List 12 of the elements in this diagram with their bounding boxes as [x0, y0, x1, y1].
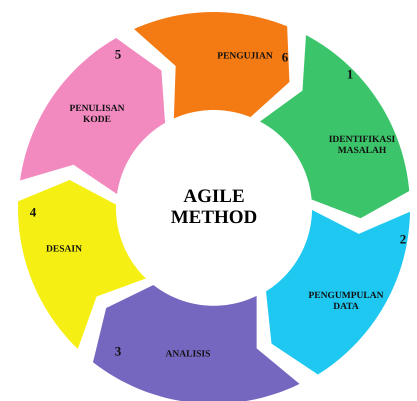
step-label: PENGUMPULAN DATA [308, 291, 384, 313]
step-number: 4 [30, 206, 36, 220]
step-number: 2 [400, 232, 406, 248]
step-number: 1 [346, 68, 354, 82]
step-label: DESAIN [45, 244, 83, 256]
step-label: IDENTIFIKASI MASALAH [328, 135, 396, 157]
center-title: AGILE METHOD [170, 187, 258, 229]
step-number: 5 [114, 48, 122, 62]
step-number: 6 [282, 50, 288, 66]
step-number: 3 [114, 344, 122, 360]
step-label: ANALISIS [164, 350, 212, 360]
step-label: PENULISAN KODE [68, 104, 126, 126]
